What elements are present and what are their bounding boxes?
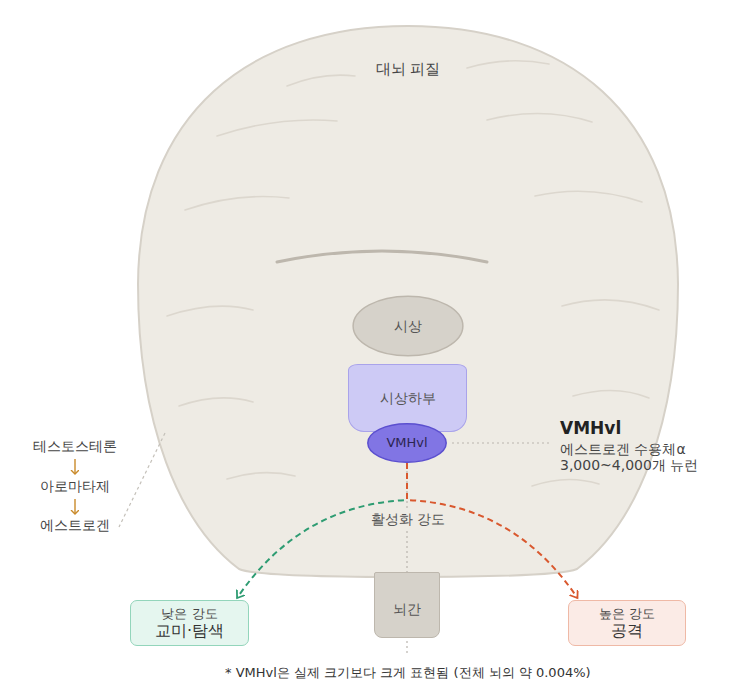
vmhvl-leader: [452, 442, 552, 443]
callout-title: VMHvl: [560, 418, 621, 439]
hormone-leader: [119, 433, 165, 527]
node-title: 높은 강도: [599, 606, 655, 622]
callout-text: 에스트로겐 수용체α: [560, 441, 686, 459]
node-title: 대뇌 피질: [376, 60, 441, 78]
enzyme-label: 아로마타제: [40, 478, 110, 496]
vmhvl-ellipse: VMHvl: [367, 423, 447, 463]
node-text: 교미·탐색: [155, 621, 224, 640]
axis-label: 활성화 강도: [368, 511, 448, 529]
intensity-arrow: [237, 463, 407, 598]
behavior-box: 낮은 강도교미·탐색: [130, 600, 249, 646]
node-text: 공격: [611, 621, 643, 640]
intensity-arrow: [407, 463, 577, 598]
caption: * VMHvl은 실제 크기보다 크게 표현됨 (전체 뇌의 약 0.004%): [225, 665, 591, 681]
behavior-box: 높은 강도공격: [568, 600, 686, 646]
node-title: 낮은 강도: [161, 606, 217, 622]
hypothalamus-box: 시상하부: [348, 364, 467, 432]
callout-text: 3,000~4,000개 뉴런: [560, 457, 698, 475]
thalamus-ellipse: 시상: [352, 295, 464, 357]
node-title: 뇌간: [393, 601, 421, 618]
conversion-arrow: [74, 459, 75, 474]
node-title: 시상: [394, 318, 422, 335]
hormone-label: 테스토스테론: [33, 438, 117, 456]
conversion-arrow: [74, 499, 75, 514]
hormone-label: 에스트로겐: [40, 517, 110, 535]
brainstem-box: 뇌간: [374, 572, 440, 638]
node-title: VMHvl: [386, 435, 427, 451]
node-title: 시상하부: [380, 390, 436, 407]
